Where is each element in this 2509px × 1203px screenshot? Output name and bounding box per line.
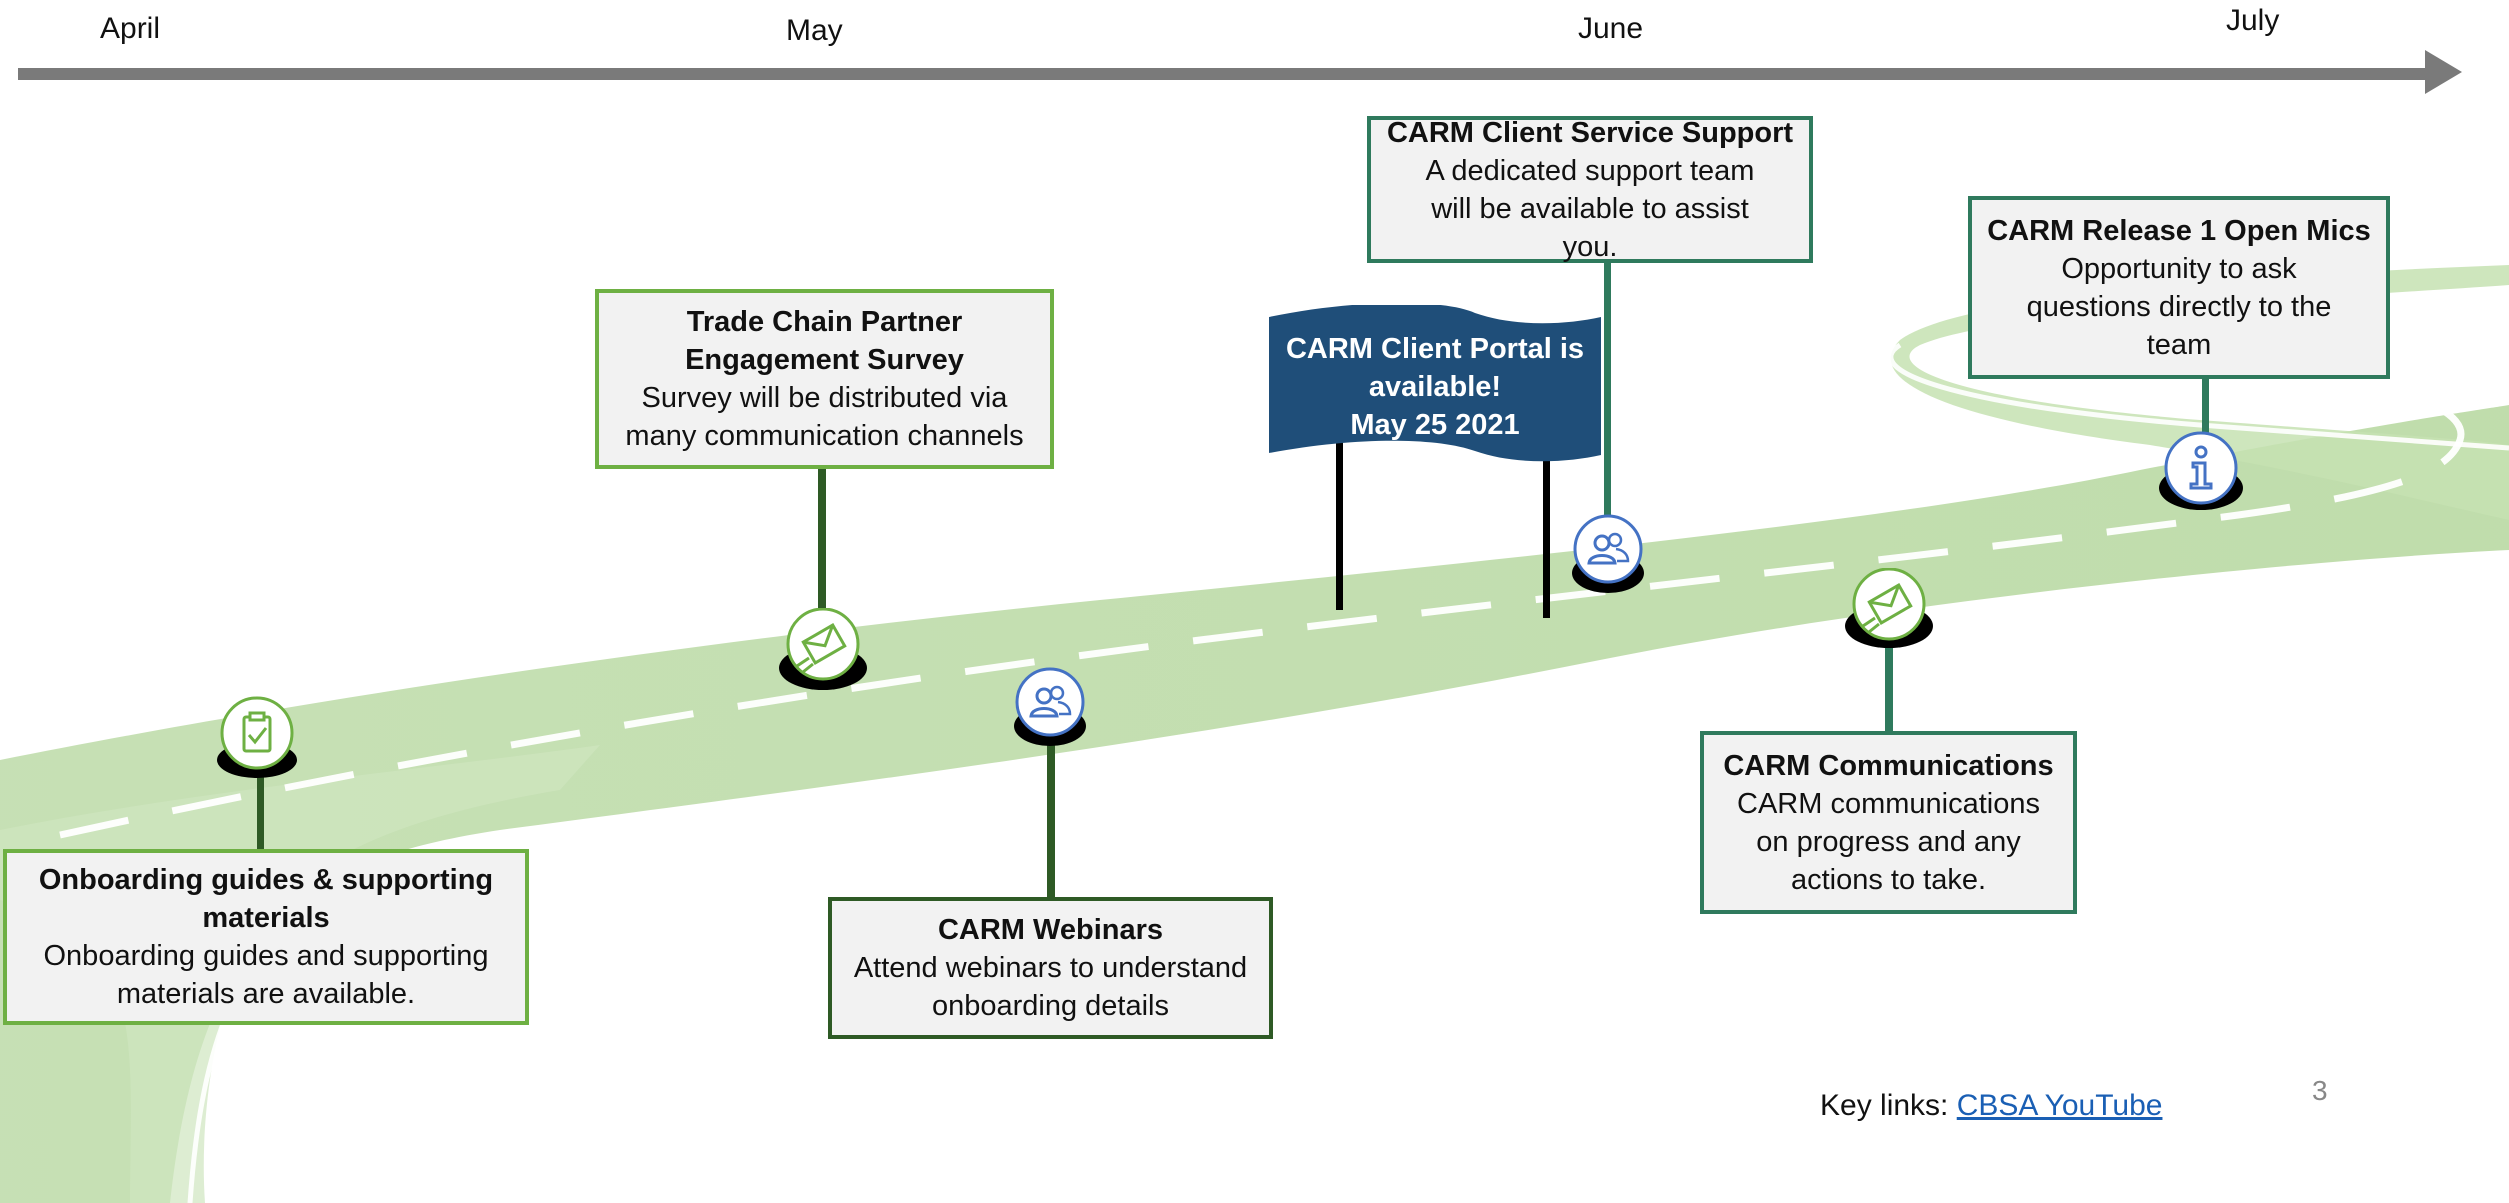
milestone-open-mics: CARM Release 1 Open Mics Opportunity to … (1968, 196, 2390, 379)
stem-onboarding (257, 770, 264, 850)
portal-flag (1269, 305, 1601, 462)
people-icon (1014, 667, 1086, 746)
milestone-survey: Trade Chain Partner Engagement Survey Su… (595, 289, 1054, 469)
milestone-communications: CARM Communications CARM communications … (1700, 731, 2077, 914)
page-number: 3 (2312, 1075, 2328, 1106)
milestone-onboarding: Onboarding guides & supporting materials… (3, 849, 529, 1025)
milestone-title: Onboarding guides & supporting materials (38, 864, 494, 934)
mail-send-icon (1845, 568, 1933, 648)
milestone-title: CARM Client Service Support (1386, 116, 1794, 149)
stem-webinars (1047, 740, 1055, 900)
key-links: Key links: CBSA YouTube (1820, 1089, 2162, 1123)
stem-survey (818, 468, 826, 618)
milestone-title: CARM Release 1 Open Mics (1987, 214, 2371, 247)
milestone-description: Survey will be distributed via many comm… (625, 382, 1024, 452)
key-links-label: Key links: (1820, 1089, 1949, 1122)
milestone-title: CARM Webinars (937, 914, 1164, 946)
flag-pole-left (1336, 440, 1343, 610)
flag-pole-right (1543, 458, 1550, 618)
flag-line-3: May 25 2021 (1350, 409, 1520, 441)
road-far-curve (1890, 265, 2509, 520)
stem-communications (1885, 640, 1893, 732)
people-icon (1572, 514, 1644, 593)
month-july: July (2226, 4, 2280, 37)
milestone-title: Trade Chain Partner Engagement Survey (685, 306, 964, 376)
flag-line-2: available! (1368, 371, 1502, 403)
month-june: June (1578, 12, 1644, 45)
cbsa-youtube-link[interactable]: CBSA YouTube (1956, 1089, 2163, 1122)
milestone-description: Opportunity to ask questions directly to… (2026, 252, 2332, 361)
milestone-title: CARM Communications (1723, 749, 2054, 782)
milestone-description: A dedicated support team will be availab… (1425, 154, 1755, 263)
stem-client-support (1604, 262, 1611, 530)
road-center-line (59, 366, 2465, 839)
flag-line-1: CARM Client Portal is (1285, 333, 1585, 365)
milestone-description: CARM communications on progress and any … (1737, 787, 2040, 896)
flag-text: CARM Client Portal is available! May 25 … (1268, 330, 1602, 444)
milestone-description: Attend webinars to understand onboarding… (853, 952, 1248, 1022)
timeline-arrowhead (2425, 50, 2462, 94)
stem-open-mics (2202, 376, 2209, 436)
mail-send-icon (779, 608, 867, 690)
milestone-description: Onboarding guides and supporting materia… (43, 940, 489, 1010)
milestone-webinars: CARM Webinars Attend webinars to underst… (828, 897, 1273, 1039)
info-icon (2159, 431, 2243, 510)
milestone-client-support: CARM Client Service Support A dedicated … (1367, 116, 1813, 263)
clipboard-check-icon (217, 696, 297, 778)
month-may: May (786, 14, 843, 47)
month-april: April (100, 12, 161, 45)
